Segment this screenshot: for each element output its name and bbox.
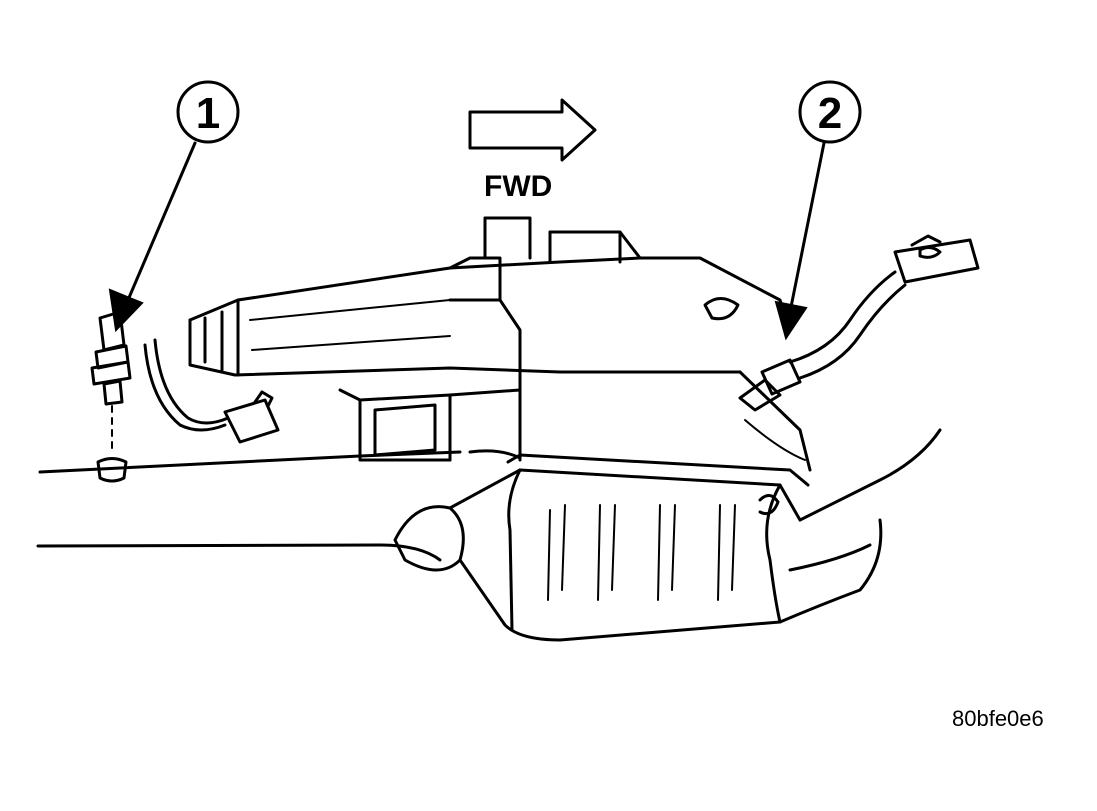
fwd-label: FWD xyxy=(484,170,552,203)
exhaust-pipe xyxy=(36,449,522,562)
callout-2-arrowhead-icon xyxy=(774,300,808,341)
callout-1: 1 xyxy=(108,80,240,333)
catalytic-converter xyxy=(393,428,942,642)
downstream-oxygen-sensor xyxy=(90,310,280,483)
callout-1-number: 1 xyxy=(196,89,220,138)
figure-reference-code: 80bfe0e6 xyxy=(952,706,1044,731)
transmission-housing xyxy=(188,216,812,472)
callout-2: 2 xyxy=(774,80,862,341)
forward-direction-arrow-icon xyxy=(468,98,597,162)
callout-2-number: 2 xyxy=(818,89,842,138)
upstream-oxygen-sensor xyxy=(738,234,980,412)
callout-1-arrowhead-icon xyxy=(108,288,144,333)
